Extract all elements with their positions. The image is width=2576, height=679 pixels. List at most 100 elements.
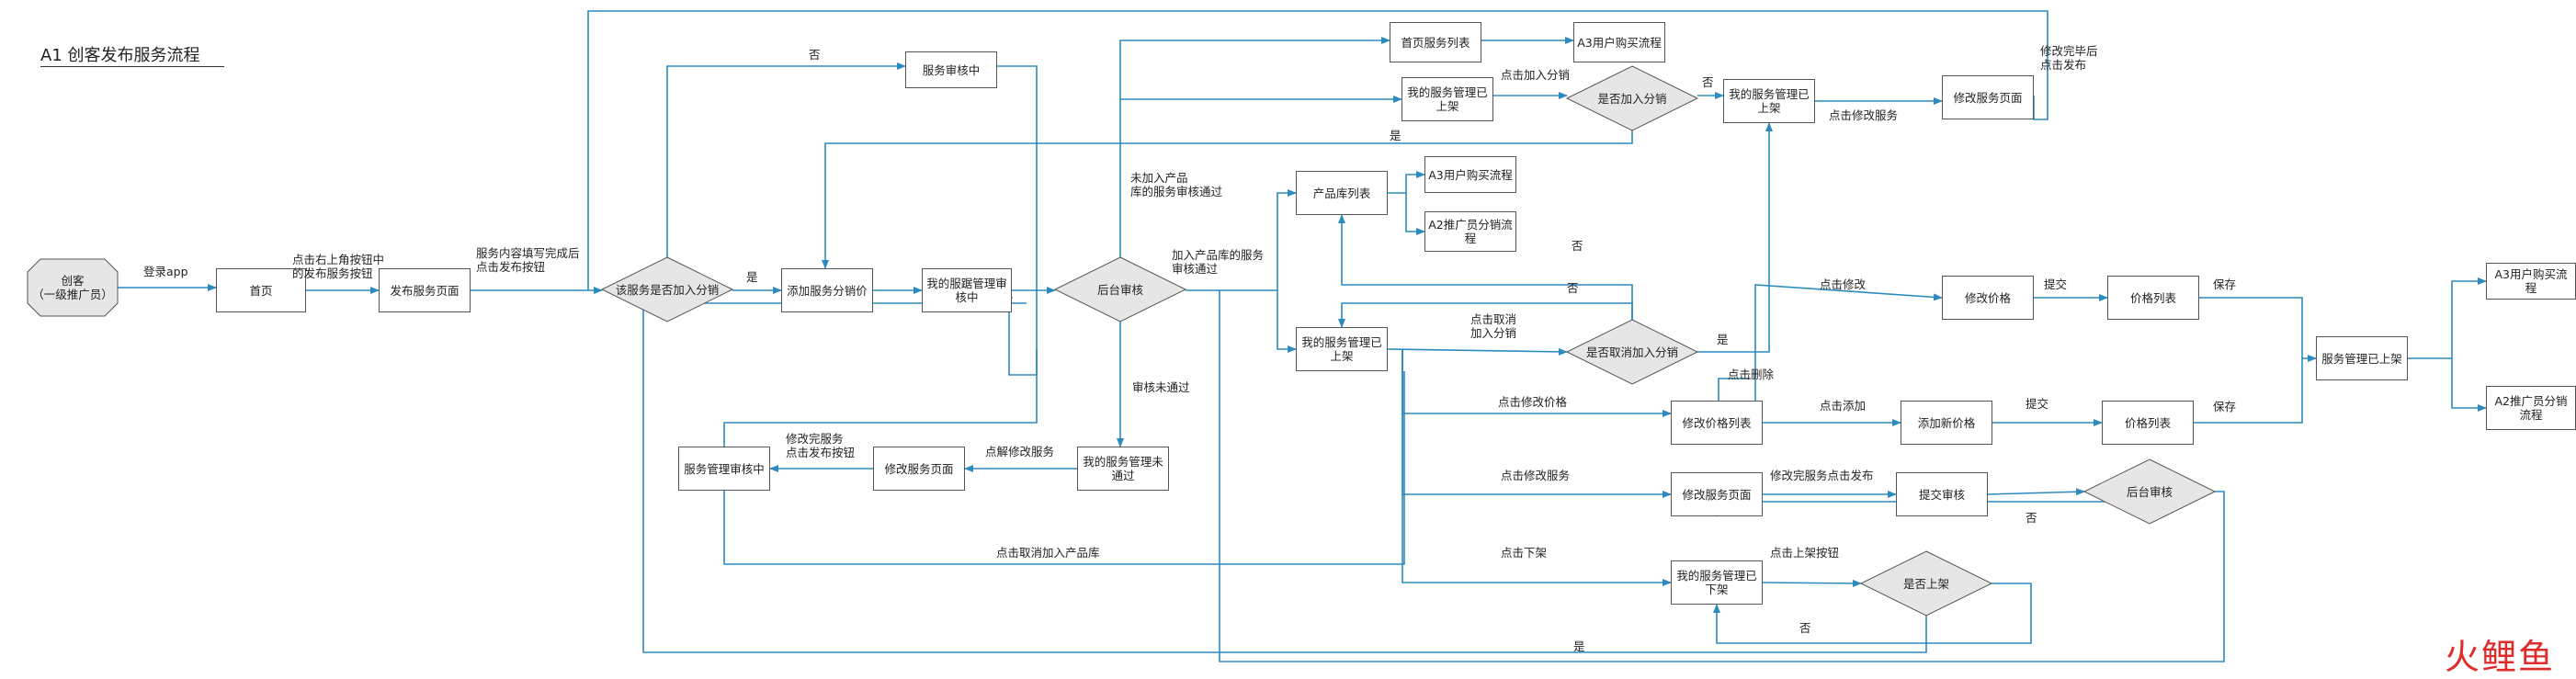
label-click-edit-service-2: 点击修改服务	[1501, 469, 1571, 482]
label-submit-2: 提交	[2026, 397, 2049, 411]
edge-41	[1713, 583, 2032, 644]
edge-20	[1338, 214, 1633, 320]
node-home: 首页	[216, 268, 306, 312]
label-click-cancel-dist: 点击取消 加入分销	[1470, 312, 1517, 340]
node-q-cancel-dist: 是否取消加入分销	[1585, 345, 1678, 359]
node-mgmt-listed-mid: 我的服务管理已上架	[1296, 327, 1388, 371]
node-q-relist-shape	[1859, 550, 1993, 617]
node-start-shape	[27, 258, 119, 317]
node-q-distribution-shape	[600, 256, 734, 323]
edge-35	[2451, 358, 2487, 412]
label-review-failed: 审核未通过	[1132, 380, 1190, 394]
node-edit-price-list: 修改价格列表	[1671, 401, 1763, 445]
edge-29	[2199, 297, 2317, 362]
edge-32	[2194, 358, 2303, 424]
edge-18	[1388, 171, 1425, 194]
node-edit-page-mid: 修改服务页面	[1671, 472, 1763, 516]
label-click-join-dist: 点击加入分销	[1501, 68, 1571, 82]
label-yes-top: 是	[1390, 129, 1401, 142]
edge-9	[1277, 290, 1297, 353]
label-click-cancel-lib: 点击取消加入产品库	[996, 546, 1100, 560]
label-submit-1: 提交	[2044, 277, 2068, 291]
node-q-relist: 是否上架	[1902, 576, 1949, 591]
label-no-cancel-2: 否	[1567, 281, 1579, 295]
edge-6	[666, 62, 906, 257]
node-backend-review-2: 后台审核	[2126, 484, 2173, 499]
node-add-price: 添加服务分销价	[781, 268, 873, 312]
label-not-joined-approved: 未加入产品 库的服务审核通过	[1130, 171, 1223, 198]
label-yes-mid: 是	[746, 270, 758, 284]
label-no-relist: 否	[1799, 621, 1811, 635]
node-a3-purchase-mid: A3用户购买流程	[1424, 156, 1516, 193]
label-click-delete: 点击删除	[1728, 368, 1775, 381]
node-backend-review-2-shape	[2082, 458, 2217, 525]
node-mgmt-reviewing: 我的服踞管理审核中	[922, 268, 1012, 312]
watermark-logo: 火鲤鱼	[2445, 637, 2556, 677]
node-add-new-price: 添加新价格	[1901, 401, 1992, 445]
edge-26	[1401, 349, 1672, 586]
node-edit-price: 修改价格	[1942, 276, 2034, 320]
edge-27	[1754, 284, 1943, 401]
node-mgmt-listed-far: 服务管理已上架	[2316, 336, 2408, 380]
node-price-list-1: 价格列表	[2107, 276, 2199, 320]
title-underline	[40, 66, 224, 67]
node-q-cancel-dist-shape	[1565, 319, 1699, 385]
label-click-edit-price: 点击修改价格	[1498, 395, 1568, 409]
edge-21	[1338, 302, 1633, 328]
node-a3-purchase-top: A3用户购买流程	[1573, 22, 1665, 62]
label-save-2: 保存	[2213, 400, 2237, 413]
node-price-list-2: 价格列表	[2102, 401, 2194, 445]
node-backend-review-shape	[1053, 256, 1187, 323]
label-login-app: 登录app	[143, 265, 188, 278]
label-no-cancel: 否	[1572, 239, 1583, 253]
node-q-distribution: 该服务是否加入分销	[615, 282, 720, 297]
node-product-lib: 产品库列表	[1296, 171, 1388, 215]
label-fill-content: 服务内容填写完成后 点击发布按钮	[476, 246, 580, 274]
label-click-publish: 点击右上角按钮中 的发布服务按钮	[292, 253, 385, 280]
edge-37	[1987, 488, 2085, 496]
node-mgmt-delisted: 我的服务管理已下架	[1671, 560, 1763, 605]
node-mgmt-listed-right: 我的服务管理已上架	[1723, 79, 1815, 123]
node-a3-purchase-right: A3用户购买流程	[2486, 263, 2576, 300]
node-mgmt-listed-top: 我的服务管理已上架	[1401, 77, 1493, 121]
label-yes-cancel: 是	[1717, 333, 1729, 346]
node-edit-page-bottom: 修改服务页面	[873, 447, 965, 491]
edge-19	[1405, 193, 1425, 235]
edge-17	[587, 10, 2048, 290]
node-edit-page-top: 修改服务页面	[1942, 75, 2034, 119]
edge-33	[1718, 378, 1751, 401]
label-edit-done-publish-2: 修改完服务点击发布	[1770, 469, 1874, 482]
node-mgmt-reviewing-2: 服务管理审核中	[678, 447, 770, 491]
label-click-edit-service-3: 点解修改服务	[985, 445, 1055, 458]
page-title: A1 创客发布服务流程	[40, 46, 200, 65]
label-click-modify: 点击修改	[1820, 277, 1867, 291]
label-no-top: 否	[809, 48, 821, 62]
edge-39	[1219, 290, 2225, 662]
node-a2-promo-right: A2推广员分销流程	[2486, 386, 2576, 430]
label-yes-bottom: 是	[1573, 639, 1585, 653]
node-home-service-list: 首页服务列表	[1390, 22, 1481, 62]
node-q-add-dist-shape	[1565, 65, 1699, 131]
edge-22	[1387, 347, 1568, 356]
edge-23	[1697, 122, 1773, 353]
edge-47	[723, 349, 1038, 447]
label-no-review: 否	[2026, 511, 2037, 525]
node-publish-page: 发布服务页面	[379, 268, 471, 312]
shapes	[27, 65, 2217, 617]
label-joined-approved: 加入产品库的服务 审核通过	[1172, 248, 1265, 276]
edge-46	[723, 371, 1405, 565]
edge-8	[1186, 189, 1297, 291]
edge-10	[1119, 37, 1390, 257]
label-click-add: 点击添加	[1820, 399, 1867, 413]
node-start: 创客 （一级推广员）	[32, 274, 113, 301]
node-review-pending-top: 服务审核中	[905, 51, 997, 88]
edge-42	[642, 302, 1927, 653]
node-mgmt-rejected: 我的服务管理未通过	[1077, 447, 1169, 491]
node-q-add-dist: 是否加入分销	[1597, 91, 1667, 106]
label-click-edit-service: 点击修改服务	[1829, 108, 1899, 122]
label-edit-done-publish-btn: 修改完服务 点击发布按钮	[786, 432, 856, 459]
edge-34	[2408, 277, 2487, 359]
label-click-delist: 点击下架	[1501, 546, 1548, 560]
label-no-right: 否	[1702, 75, 1714, 89]
